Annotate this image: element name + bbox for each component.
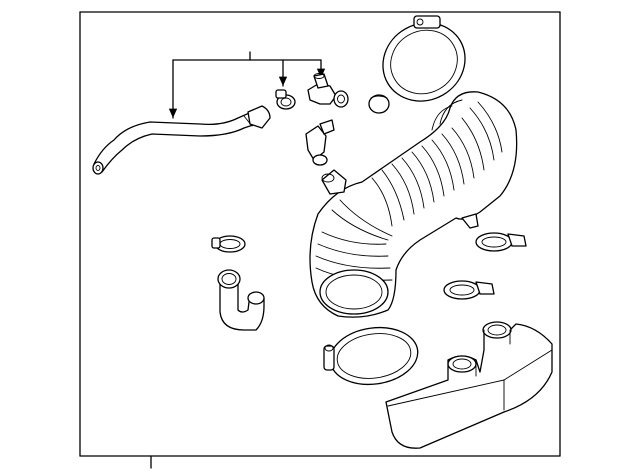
resonator-box: [385, 321, 553, 449]
breather-hose: [92, 105, 271, 175]
callout-leaders: [168, 51, 326, 119]
hose-clamp-small: [275, 89, 296, 110]
diagram-frame: [79, 11, 561, 469]
elbow-fitting: [305, 119, 335, 166]
hose-clamp-right-upper: [475, 232, 527, 252]
elbow-hose: [217, 269, 265, 331]
large-hose-clamp-bottom: [323, 326, 419, 386]
large-hose-clamp-top: [382, 15, 466, 102]
rubber-cap: [368, 94, 390, 114]
hose-clamp-right-lower: [443, 280, 495, 300]
air-intake-duct: [309, 91, 518, 318]
pcv-connector: [307, 73, 349, 108]
hose-clamp-left: [211, 235, 246, 253]
